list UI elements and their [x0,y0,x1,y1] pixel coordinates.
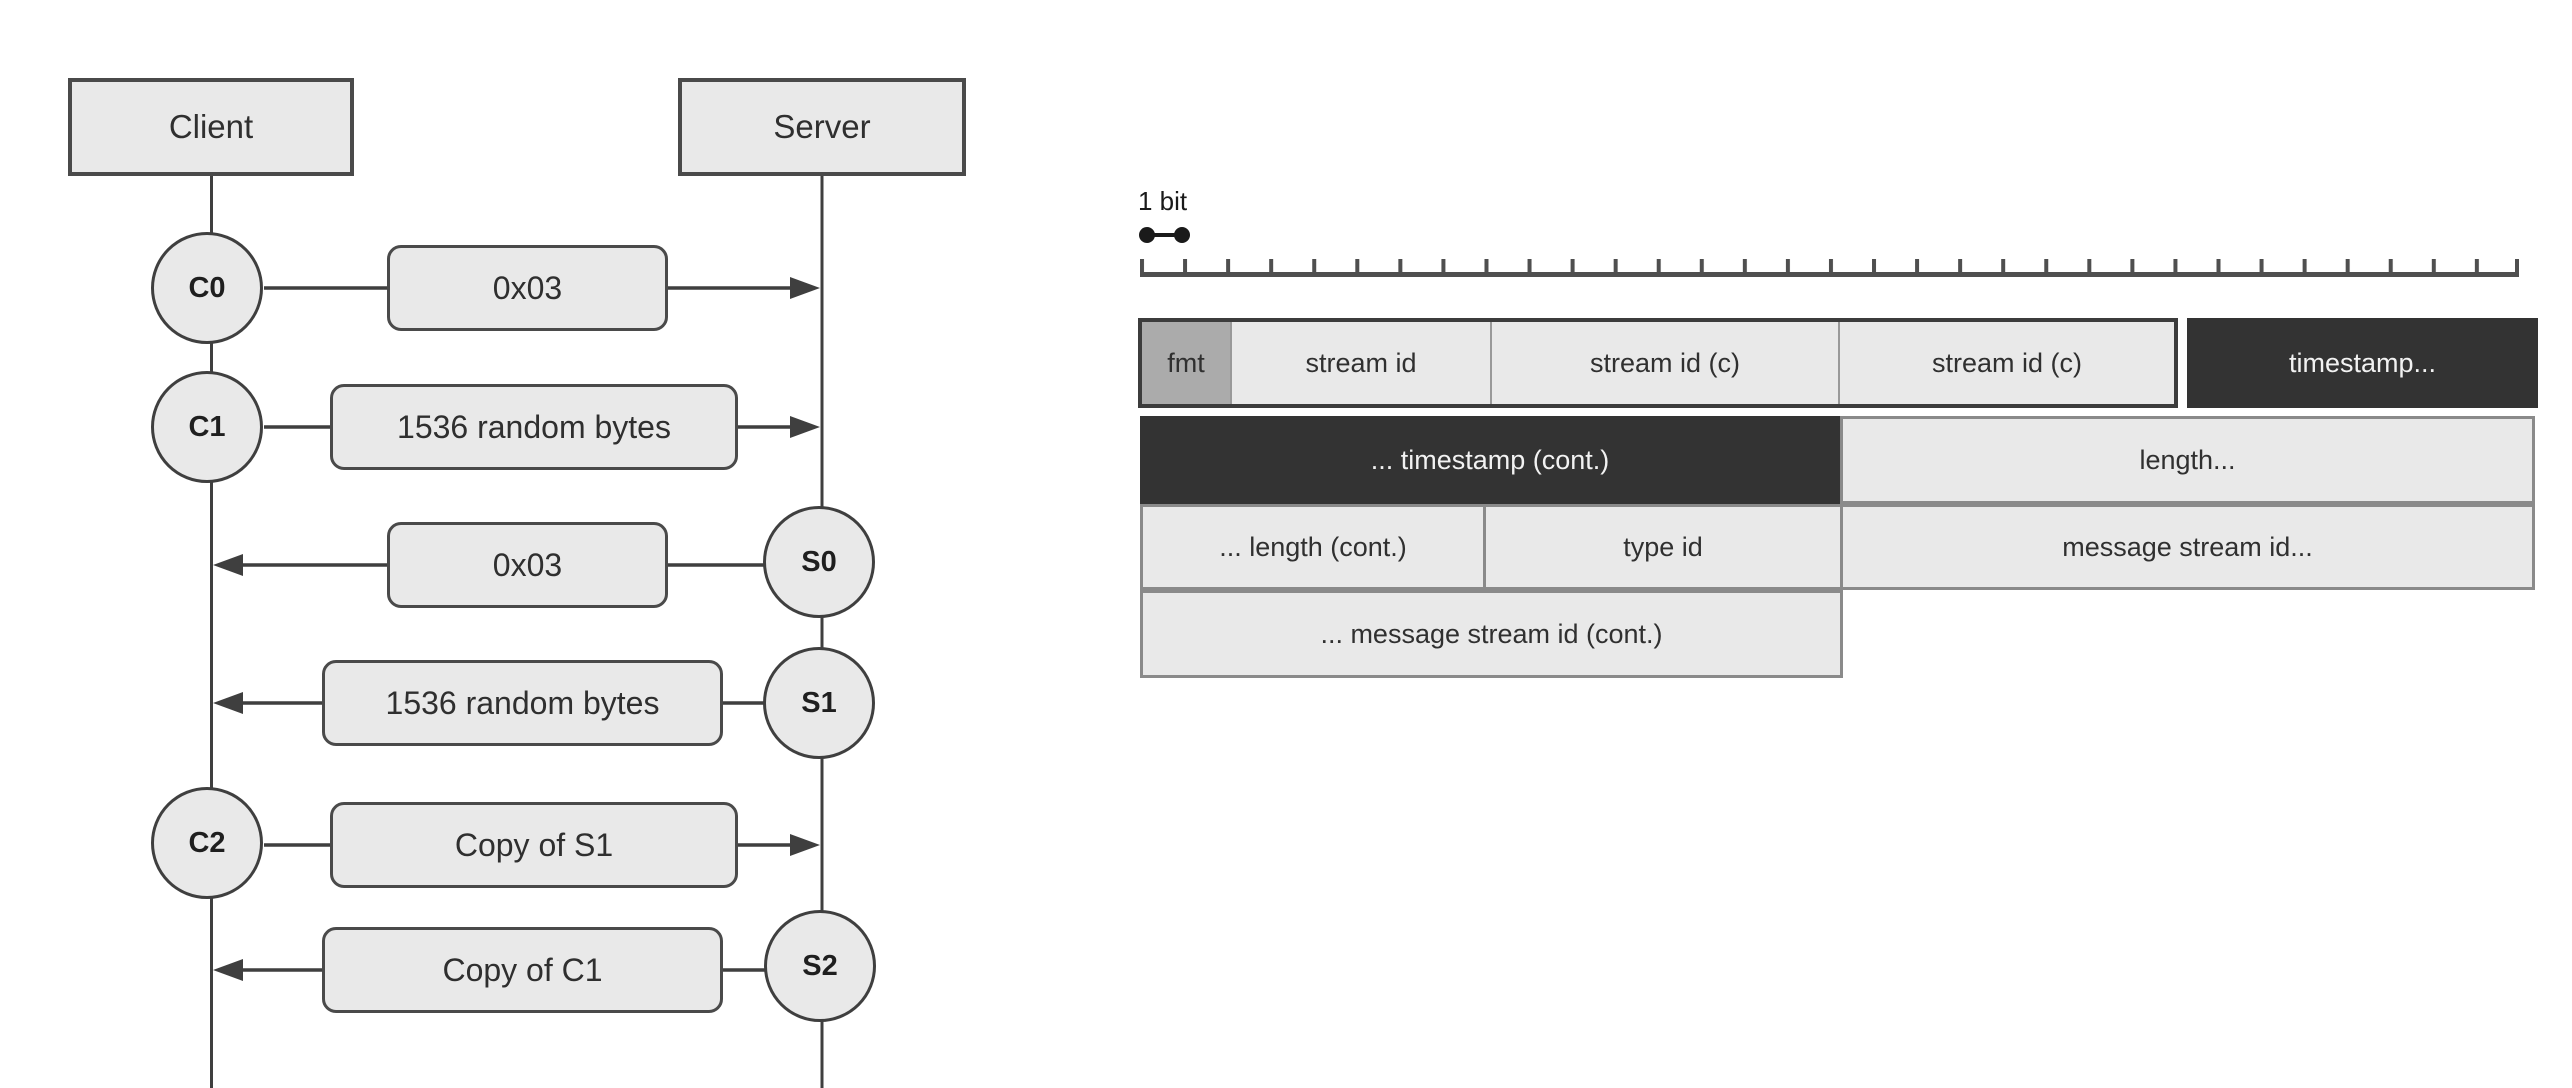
bitfield-cell-label: timestamp... [2288,347,2437,378]
message-box-1536-random-bytes-s1: 1536 random bytes [322,660,723,746]
actor-client-box: Client [68,78,354,176]
bitfield-cell-message-stream-id: message stream id... [1840,504,2535,590]
bitfield-cell-label: length... [2139,444,2236,475]
node-label: S2 [802,949,838,982]
message-4-arrowhead-icon [790,834,820,856]
message-box-copy-of-c1: Copy of C1 [322,927,723,1013]
message-box-0x03-c0: 0x03 [387,245,668,331]
node-c0: C0 [151,232,263,344]
bitfield-cell-stream-id-c-2: stream id (c) [1840,322,2174,404]
message-0-arrowhead-icon [790,277,820,299]
bitfield-cell-type-id: type id [1486,504,1840,590]
message-box-1536-random-bytes-c1: 1536 random bytes [330,384,738,470]
message-label: Copy of S1 [454,826,614,863]
message-1-arrowhead-icon [790,416,820,438]
node-label: S1 [801,686,837,719]
message-label: 0x03 [492,546,563,583]
node-c1: C1 [151,371,263,483]
message-label: 1536 random bytes [385,684,660,721]
bitfield-cell-message-stream-id-cont: ... message stream id (cont.) [1140,590,1843,678]
bitfield-cell-length: length... [1840,416,2535,504]
bitfield-cell-label: type id [1623,531,1703,562]
one-bit-scale-left-dot-icon [1139,227,1155,243]
bitfield-cell-label: stream id (c) [1931,347,2083,378]
node-s0: S0 [763,506,875,618]
bitfield-cell-label: ... timestamp (cont.) [1370,444,1610,475]
bit-ruler-last-tick [2515,259,2519,276]
actor-client-label: Client [168,108,254,145]
bit-ruler-baseline [1140,272,2519,277]
message-box-copy-of-s1: Copy of S1 [330,802,738,888]
node-s1: S1 [763,647,875,759]
bitfield-cell-label: ... length (cont.) [1219,531,1407,562]
bitfield-cell-fmt: fmt [1142,322,1232,404]
node-s2: S2 [764,910,876,1022]
bitfield-cell-timestamp-cont: ... timestamp (cont.) [1140,416,1840,504]
bitfield-cell-length-cont: ... length (cont.) [1140,504,1486,590]
node-c2: C2 [151,787,263,899]
bitfield-cell-label: message stream id... [2062,531,2313,562]
node-label: C0 [188,271,226,304]
node-label: C2 [188,826,226,859]
message-label: 0x03 [492,269,563,306]
message-label: 1536 random bytes [397,408,671,445]
bitfield-cell-label: stream id [1305,347,1417,378]
bitfield-cell-timestamp: timestamp... [2187,318,2538,408]
actor-server-label: Server [773,108,871,145]
bitfield-cell-stream-id-c-1: stream id (c) [1492,322,1840,404]
message-5-arrowhead-icon [213,959,243,981]
one-bit-scale-right-dot-icon [1174,227,1190,243]
bitfield-cell-label: fmt [1167,347,1205,378]
message-label: Copy of C1 [442,951,603,988]
bitfield-cell-stream-id: stream id [1232,322,1492,404]
message-3-arrowhead-icon [213,692,243,714]
bitfield-row1-group: fmt stream id stream id (c) stream id (c… [1138,318,2178,408]
message-2-arrowhead-icon [213,554,243,576]
message-box-0x03-s0: 0x03 [387,522,668,608]
node-label: S0 [801,545,837,578]
bit-ruler-ticks [1140,259,2518,276]
bitfield-cell-label: ... message stream id (cont.) [1320,618,1663,649]
node-label: C1 [188,410,226,443]
actor-server-box: Server [678,78,966,176]
bitfield-cell-label: stream id (c) [1589,347,1741,378]
one-bit-scale-label: 1 bit [1138,186,1188,216]
